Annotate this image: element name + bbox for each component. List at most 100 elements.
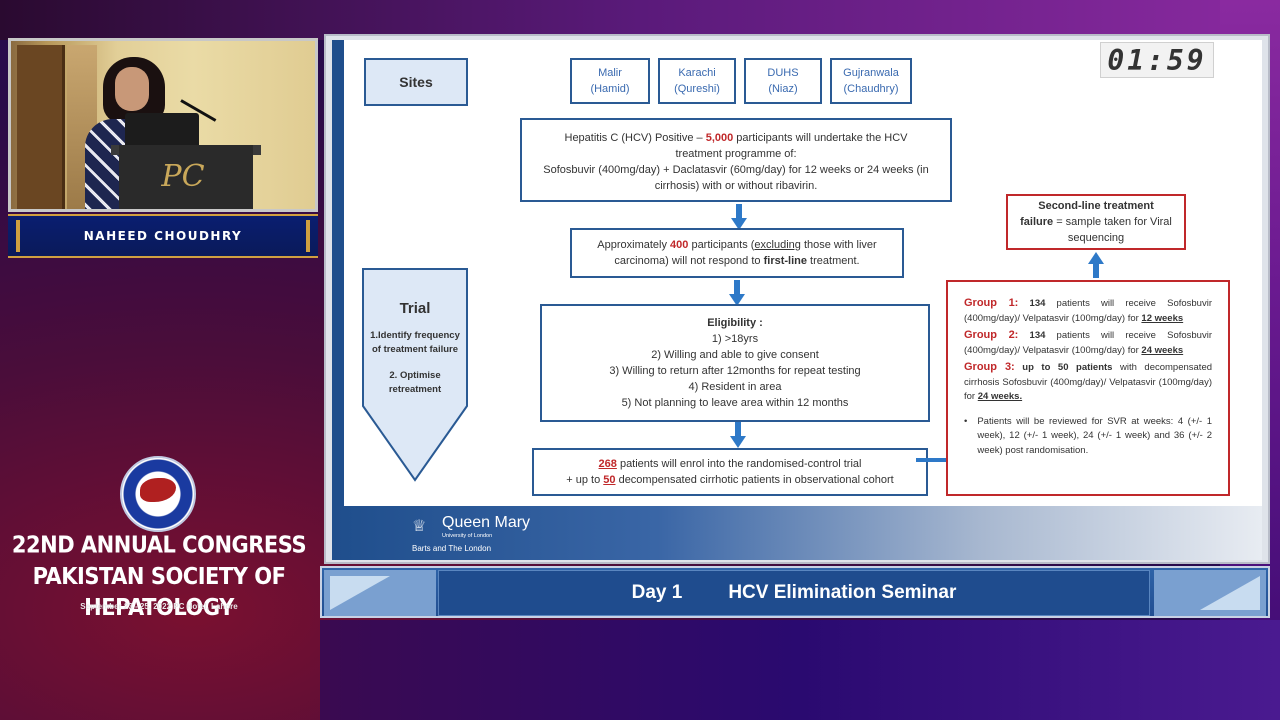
second-line-text: = sample taken for Viral sequencing — [1053, 216, 1172, 244]
university-sub: University of London — [442, 533, 493, 539]
university-sub2: Barts and The London — [412, 544, 492, 553]
review-note: • Patients will be reviewed for SVR at w… — [964, 415, 1212, 459]
congress-title-line2: PAKISTAN SOCIETY OF HEPATOLOGY — [32, 562, 286, 621]
speaker-face — [115, 67, 149, 111]
trial-objective-1: 1.Identify frequency of treatment failur… — [370, 330, 460, 355]
site-box: Karachi (Qureshi) — [658, 58, 736, 104]
slide-accent-bar — [332, 40, 344, 560]
hcv-count: 5,000 — [705, 132, 734, 144]
enrol-text: patients will enrol into the randomised-… — [616, 458, 862, 470]
congress-title: 22ND ANNUAL CONGRESS PAKISTAN SOCIETY OF… — [0, 529, 318, 623]
eligibility-item: 4) Resident in area — [688, 381, 782, 393]
podium-logo: PC — [161, 159, 205, 194]
eligibility-box: Eligibility : 1) >18yrs 2) Willing and a… — [540, 304, 930, 422]
enrol-count: 268 — [598, 458, 617, 470]
background-bottom — [320, 620, 1280, 720]
sites-label: Sites — [399, 74, 433, 90]
second-line-failure: failure — [1020, 216, 1054, 228]
flow-arrow-up — [1088, 252, 1104, 278]
site-lead: (Niaz) — [768, 83, 798, 95]
flow-arrow-down — [730, 422, 746, 450]
enrol-count: 50 — [603, 474, 616, 486]
session-bar-corner-right — [1154, 570, 1266, 616]
nonresp-text: Approximately — [597, 239, 671, 251]
enrol-text: + up to — [566, 474, 604, 486]
group-count: up to 50 patients — [1022, 362, 1113, 373]
site-box: Malir (Hamid) — [570, 58, 650, 104]
site-city: Karachi — [678, 67, 716, 79]
background-top — [0, 0, 1280, 40]
congress-dates: September 23 - 25, 2022 PC Hotel, Lahore — [80, 602, 238, 611]
group-text: with decompensated cirrhosis Sofosbuvir … — [964, 362, 1213, 402]
session-day: Day 1 — [631, 582, 683, 603]
group-count: 134 — [1029, 330, 1046, 341]
group-text: patients will receive Sofosbuvir (400mg/… — [964, 298, 1212, 324]
society-logo-abbr: P.S.H — [150, 508, 166, 514]
group-3: Group 3: up to 50 patients with decompen… — [964, 360, 1212, 405]
second-line-title: Second-line treatment — [1038, 200, 1154, 212]
eligibility-item: 1) >18yrs — [711, 333, 759, 345]
group-head: Group 3: — [964, 361, 1015, 373]
treatment-groups-box: Group 1: 134 patients will receive Sofos… — [946, 280, 1230, 496]
university-name: Queen Mary — [442, 514, 531, 531]
eligibility-item: 3) Willing to return after 12months for … — [609, 365, 861, 377]
enrolment-line1: 268 patients will enrol into the randomi… — [599, 456, 862, 472]
nonresp-excluding: excluding — [754, 239, 801, 251]
speaker-name: NAHEED CHOUDHRY — [83, 229, 243, 243]
site-lead: (Chaudhry) — [843, 83, 899, 95]
video-door — [17, 45, 65, 209]
hcv-treatment-box: Hepatitis C (HCV) Positive – 5,000 parti… — [520, 118, 952, 202]
trial-objective-2: 2. Optimise retreatment — [388, 370, 442, 395]
site-box: Gujranwala (Chaudhry) — [830, 58, 912, 104]
non-responder-box: Approximately 400 participants (excludin… — [570, 228, 904, 278]
hcv-regimen: Sofosbuvir (400mg/day) + Daclatasvir (60… — [543, 164, 929, 192]
session-bar-corner-left — [324, 570, 436, 616]
eligibility-item: 2) Willing and able to give consent — [651, 349, 819, 361]
session-bar: Day 1 HCV Elimination Seminar — [320, 566, 1270, 618]
site-lead: (Hamid) — [590, 83, 630, 95]
site-box: DUHS (Niaz) — [744, 58, 822, 104]
nonresp-text: those with liver carcinoma) will not res… — [614, 239, 877, 267]
sites-label-box: Sites — [364, 58, 468, 106]
hcv-text: participants will undertake the HCV trea… — [675, 132, 908, 160]
bullet-icon: • — [964, 415, 968, 427]
slide-footer — [332, 506, 1262, 560]
group-duration: 24 weeks. — [977, 391, 1023, 402]
session-bar-center: Day 1 HCV Elimination Seminar — [438, 570, 1150, 616]
hcv-text: Hepatitis C (HCV) Positive – — [564, 132, 706, 144]
site-city: Gujranwala — [843, 67, 899, 79]
nonresp-first-line: first-line — [763, 255, 807, 267]
site-lead: (Qureshi) — [674, 83, 720, 95]
flow-arrow-down — [731, 204, 747, 232]
liver-icon — [140, 478, 176, 502]
enrolment-line2: + up to 50 decompensated cirrhotic patie… — [566, 472, 893, 488]
enrolment-box: 268 patients will enrol into the randomi… — [532, 448, 928, 496]
second-line-detail: failure = sample taken for Viral sequenc… — [1014, 214, 1178, 246]
speaker-video: PC — [8, 38, 318, 212]
trial-title: Trial — [399, 300, 431, 317]
crown-icon: ♕ — [412, 518, 427, 535]
nonresp-text: treatment. — [807, 255, 860, 267]
podium — [119, 145, 253, 209]
group-head: Group 1: — [964, 297, 1019, 309]
group-text: patients will receive Sofosbuvir (400mg/… — [964, 330, 1212, 356]
eligibility-item: 5) Not planning to leave area within 12 … — [621, 397, 849, 409]
second-line-box: Second-line treatment failure = sample t… — [1006, 194, 1186, 250]
presentation-slide: 01:59 Sites Malir (Hamid) Karachi (Qures… — [332, 40, 1262, 560]
group-2: Group 2: 134 patients will receive Sofos… — [964, 328, 1212, 358]
enrol-text: decompensated cirrhotic patients in obse… — [615, 474, 894, 486]
session-title: HCV Elimination Seminar — [728, 582, 957, 603]
group-1: Group 1: 134 patients will receive Sofos… — [964, 296, 1212, 326]
group-count: 134 — [1029, 298, 1046, 309]
society-logo: P.S.H — [120, 456, 196, 532]
group-head: Group 2: — [964, 329, 1019, 341]
site-city: DUHS — [767, 67, 799, 79]
speaker-name-banner: NAHEED CHOUDHRY — [8, 214, 318, 258]
review-note-text: Patients will be reviewed for SVR at wee… — [977, 415, 1212, 456]
eligibility-title: Eligibility : — [707, 317, 763, 329]
countdown-timer: 01:59 — [1100, 42, 1214, 78]
site-city: Malir — [598, 67, 622, 79]
nonresp-text: participants ( — [688, 239, 755, 251]
nonresp-count: 400 — [670, 239, 689, 251]
trial-content: Trial 1.Identify frequency of treatment … — [362, 268, 468, 397]
